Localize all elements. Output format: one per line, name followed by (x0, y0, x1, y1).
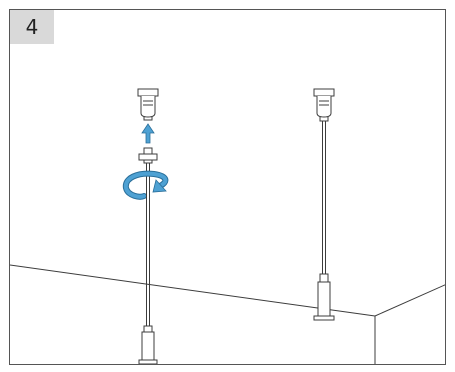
up-arrow-icon (141, 123, 155, 144)
floor-edge-right-line (374, 284, 445, 317)
left-top-connector (138, 147, 158, 164)
right-ceiling-cup (313, 88, 335, 122)
assembly-illustration (10, 88, 445, 364)
instruction-frame: 4 (9, 9, 446, 365)
left-ceiling-cup (137, 88, 159, 121)
right-bottom-cap (313, 273, 335, 321)
right-hanger (313, 88, 335, 321)
left-bottom-cap (138, 325, 158, 364)
floor-edge-line (10, 264, 376, 317)
rotate-arrow-icon (122, 170, 169, 200)
step-number-badge: 4 (10, 10, 54, 44)
